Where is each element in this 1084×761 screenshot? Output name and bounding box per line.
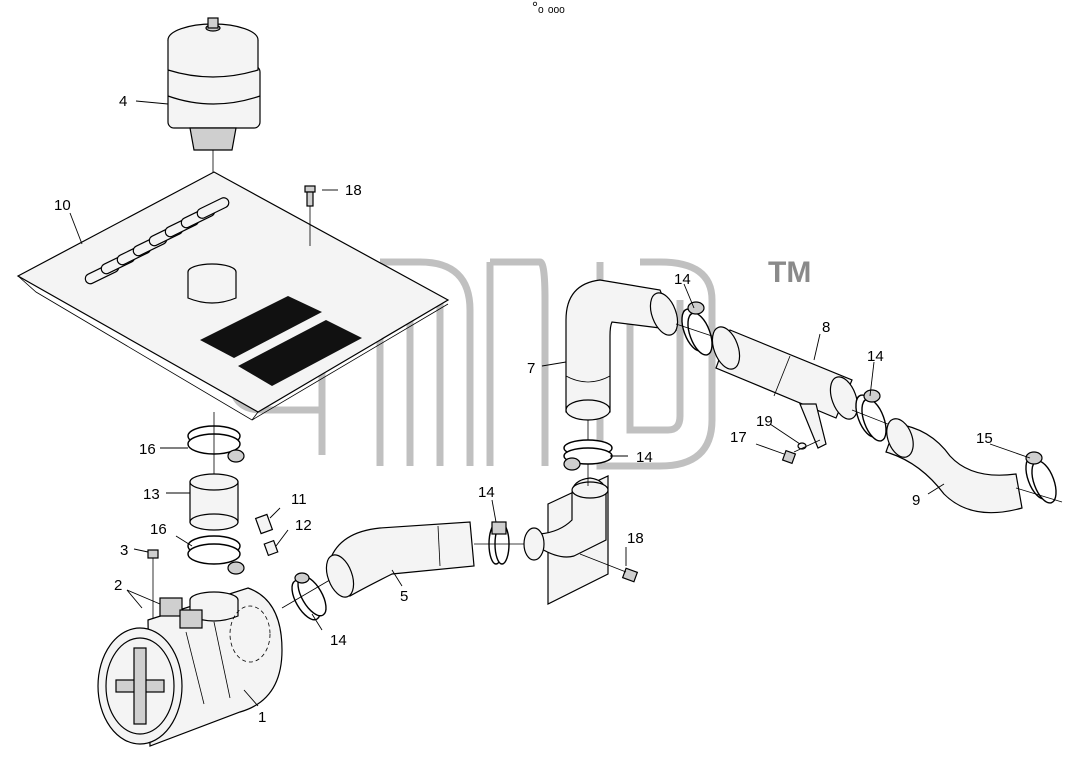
hose-clamp-14-mid-part xyxy=(488,521,510,565)
pre-cleaner-part xyxy=(167,17,261,151)
callout-14-inlet: 14 xyxy=(330,632,347,649)
callout-7: 7 xyxy=(527,360,535,377)
hose-clamp-16-upper-part xyxy=(187,425,245,463)
callout-16-lower: 16 xyxy=(150,521,167,538)
pipe-8-part xyxy=(711,326,859,449)
callout-3: 3 xyxy=(120,542,128,559)
callout-11: 11 xyxy=(291,491,307,508)
fitting-11-part xyxy=(254,513,274,535)
callout-10: 10 xyxy=(54,197,71,214)
bolt-3-part xyxy=(147,549,159,620)
callout-17: 17 xyxy=(730,429,747,446)
hose-clamp-15-part xyxy=(1025,451,1057,504)
callout-14-lower: 14 xyxy=(636,449,653,466)
callout-2: 2 xyxy=(114,577,122,594)
callout-16-upper: 16 xyxy=(139,441,156,458)
hood-plate-part xyxy=(16,171,450,421)
callout-14-upper: 14 xyxy=(674,271,691,288)
bolt-17-part xyxy=(781,449,797,465)
callout-14-right: 14 xyxy=(867,348,884,365)
callout-9: 9 xyxy=(912,492,920,509)
hose-clamp-14-inlet-part xyxy=(291,572,327,621)
callout-14-mid: 14 xyxy=(478,484,495,501)
leader-lines xyxy=(69,100,1031,707)
callout-4: 4 xyxy=(119,93,127,110)
callout-15: 15 xyxy=(976,430,993,447)
washer-19-part xyxy=(793,439,821,453)
plate-slots xyxy=(84,197,230,285)
callout-labels: 4 10 18 16 13 11 12 16 3 2 1 14 5 14 18 … xyxy=(54,93,993,726)
hose-clamp-16-lower-part xyxy=(187,535,245,575)
hose-clamp-14-upper-part xyxy=(681,301,713,356)
callout-18-right: 18 xyxy=(627,530,644,547)
plate-grille xyxy=(200,296,362,386)
callout-18-top: 18 xyxy=(345,182,362,199)
callout-13: 13 xyxy=(143,486,160,503)
fitting-12-part xyxy=(263,539,279,557)
hose-5-part xyxy=(325,521,475,598)
callout-12: 12 xyxy=(295,517,312,534)
elbow-flange-part xyxy=(523,475,609,605)
callout-1: 1 xyxy=(258,709,266,726)
hose-clamp-14-lower-part xyxy=(563,439,613,471)
air-cleaner-housing-part xyxy=(97,587,283,747)
bolt-18-right-part xyxy=(579,553,639,583)
elbow-hose-7-part xyxy=(565,279,679,421)
sleeve-13-part xyxy=(189,473,239,531)
hose-9-part xyxy=(885,418,1023,514)
callout-5: 5 xyxy=(400,588,408,605)
callout-8: 8 xyxy=(822,319,830,336)
top-marker: °ₒ ₒₒₒ xyxy=(532,0,565,16)
watermark-trademark: TM xyxy=(768,256,811,289)
bolt-18-top-part xyxy=(304,185,316,246)
callout-19: 19 xyxy=(756,413,773,430)
